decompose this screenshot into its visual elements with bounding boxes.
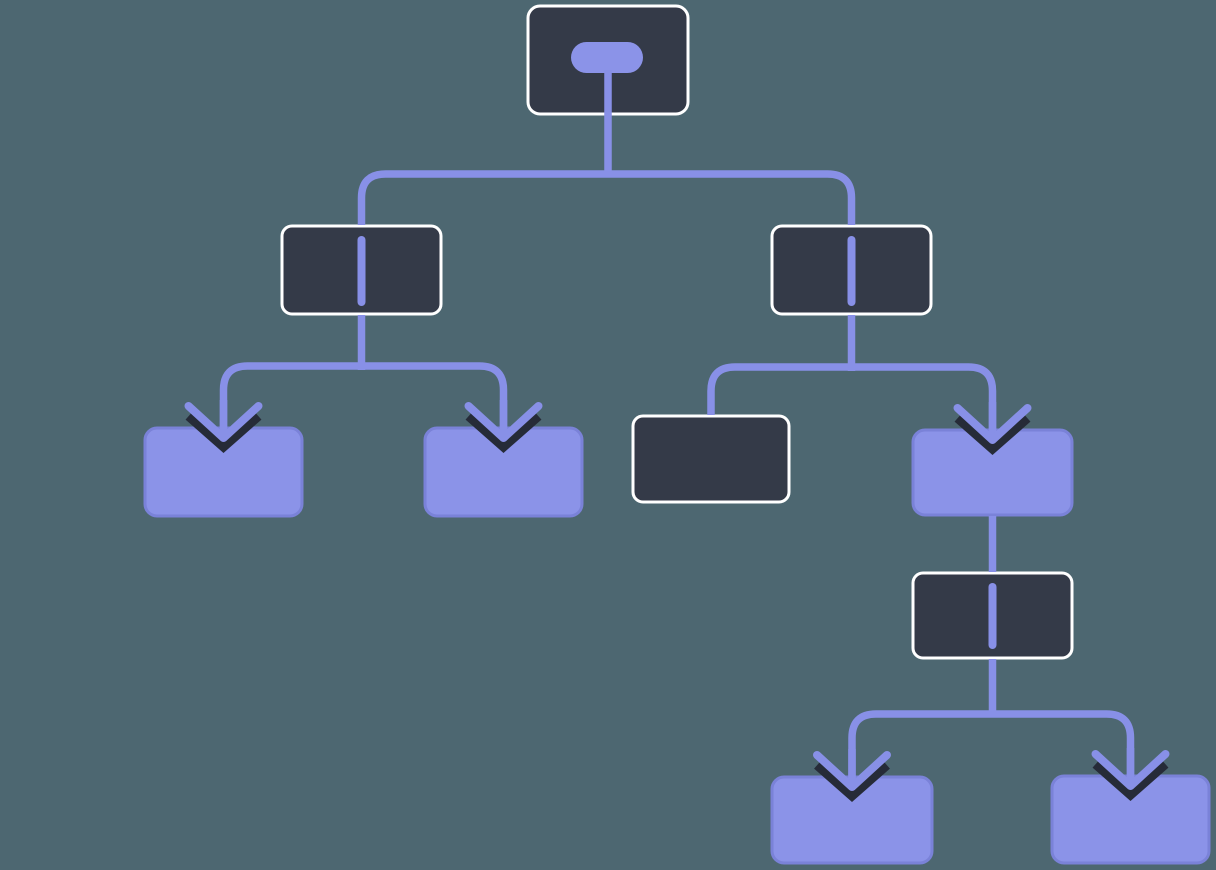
chevron-down-icon xyxy=(184,400,263,453)
markers-layer xyxy=(184,400,1170,802)
pill-icon xyxy=(571,42,643,73)
nodes-layer xyxy=(143,4,1211,865)
chevron-down-icon xyxy=(813,749,891,802)
edge-right-branch xyxy=(707,363,997,440)
edges-layer xyxy=(219,70,1135,787)
edge-root-branch xyxy=(357,170,856,225)
edge-bottom-branch xyxy=(848,710,1135,787)
node-plain-dark[interactable] xyxy=(631,414,791,504)
node-root[interactable] xyxy=(526,4,690,116)
chevron-down-icon xyxy=(1091,748,1170,801)
chevron-down-icon xyxy=(464,400,543,453)
edge-left-branch xyxy=(219,362,508,438)
chevron-down-icon xyxy=(953,402,1032,455)
